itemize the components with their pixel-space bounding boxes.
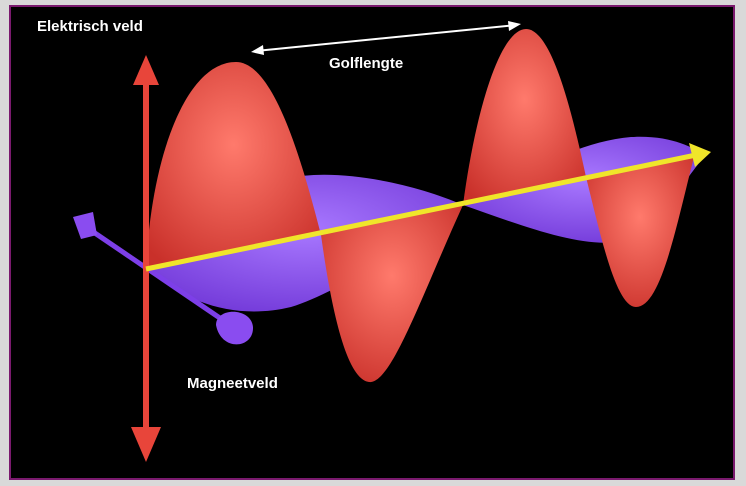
magnetic-field-label: Magneetveld xyxy=(187,375,278,392)
wavelength-arrowhead-right xyxy=(508,21,521,31)
wavelength-arrow-line xyxy=(255,24,517,52)
electric-field-label: Elektrisch veld xyxy=(37,18,143,35)
magnetic-axis-arrowhead-front xyxy=(216,311,254,345)
wavelength-label: Golflengte xyxy=(329,55,404,72)
electric-wave-lobe-2 xyxy=(321,205,463,383)
propagation-arrowhead xyxy=(689,143,711,167)
electric-wave-lobe-4 xyxy=(586,157,694,307)
electric-axis-arrowhead-up xyxy=(133,55,159,85)
electric-wave-lobe-1 xyxy=(146,62,321,269)
electric-axis-arrowhead-down xyxy=(131,427,161,462)
magnetic-axis-arrowhead-back xyxy=(73,212,97,239)
propagation-axis-line xyxy=(145,152,697,272)
wavelength-arrowhead-left xyxy=(251,45,264,55)
magnetic-axis-line xyxy=(84,224,238,332)
em-wave-diagram xyxy=(73,21,711,462)
electric-wave-lobe-3 xyxy=(463,29,586,205)
magnetic-wave-lobe-1 xyxy=(146,174,463,312)
diagram-frame: Elektrisch veld Golflengte Magneetveld xyxy=(9,5,735,480)
